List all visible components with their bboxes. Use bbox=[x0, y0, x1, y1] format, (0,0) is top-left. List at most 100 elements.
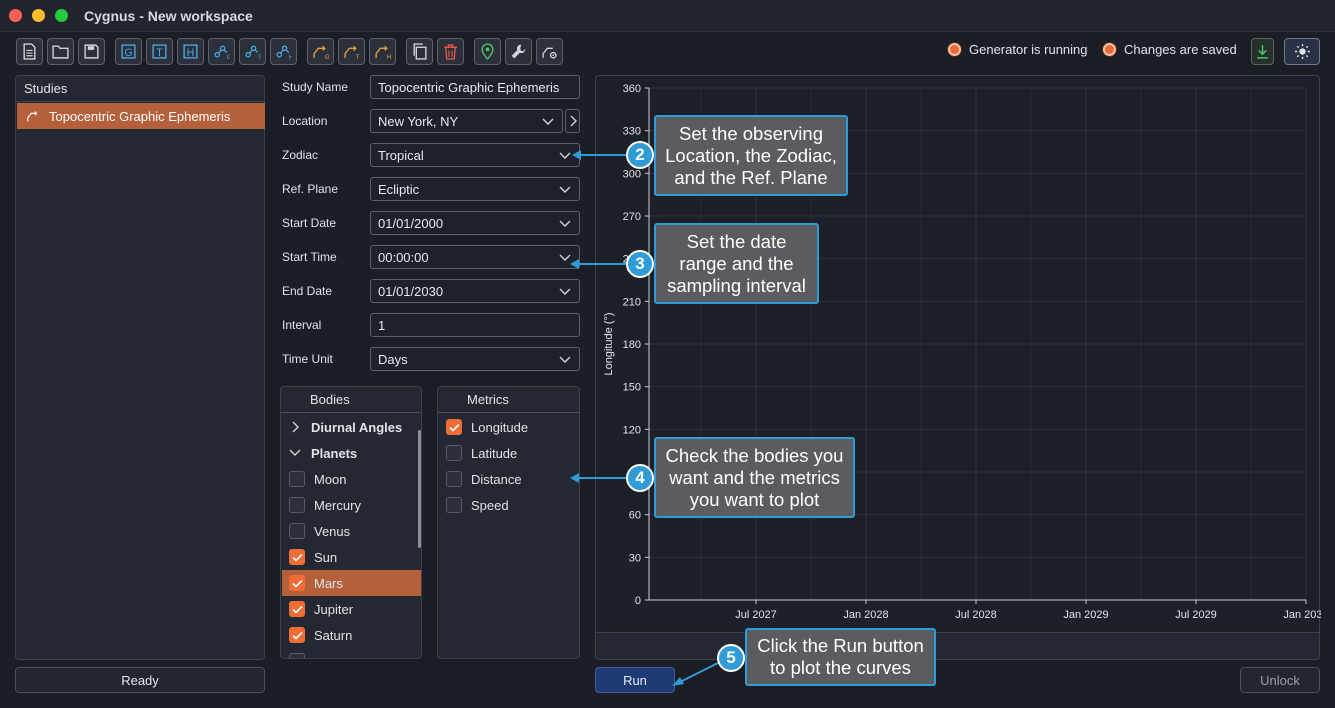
metric-row-longitude[interactable]: Longitude bbox=[439, 414, 578, 440]
chart-g-button[interactable]: G bbox=[208, 38, 235, 65]
chevron-down-icon bbox=[559, 254, 571, 261]
minimize-window-button[interactable] bbox=[32, 9, 45, 22]
end-date-value: 01/01/2030 bbox=[378, 284, 444, 299]
tree-group-planets[interactable]: Planets bbox=[282, 440, 420, 466]
body-row-mars[interactable]: Mars bbox=[282, 570, 421, 596]
theme-toggle-button[interactable] bbox=[1284, 38, 1320, 65]
callout-arrowhead bbox=[570, 259, 579, 269]
ref-plane-value: Ecliptic bbox=[378, 182, 420, 197]
study-name-input[interactable]: Topocentric Graphic Ephemeris bbox=[370, 75, 580, 99]
t-icon: T bbox=[152, 44, 167, 59]
close-window-button[interactable] bbox=[9, 9, 22, 22]
body-checkbox[interactable] bbox=[289, 549, 305, 565]
body-row-moon[interactable]: Moon bbox=[282, 466, 420, 492]
ephemeris-g-button[interactable]: G bbox=[307, 38, 334, 65]
body-checkbox[interactable] bbox=[289, 601, 305, 617]
location-select[interactable]: New York, NY bbox=[370, 109, 563, 133]
y-axis-label: Longitude (°) bbox=[603, 312, 615, 375]
geocentric-button[interactable]: G bbox=[115, 38, 142, 65]
start-time-value: 00:00:00 bbox=[378, 250, 429, 265]
body-label: Venus bbox=[314, 523, 351, 539]
metric-checkbox[interactable] bbox=[446, 471, 462, 487]
ephem-g-icon: G bbox=[313, 45, 329, 60]
body-checkbox[interactable] bbox=[289, 653, 305, 658]
zoom-window-button[interactable] bbox=[55, 9, 68, 22]
metric-checkbox[interactable] bbox=[446, 419, 462, 435]
tree-group-label: Planets bbox=[311, 445, 358, 461]
callout-arrow-run bbox=[672, 661, 721, 686]
sun-icon bbox=[1294, 44, 1310, 59]
svg-text:G: G bbox=[325, 54, 329, 60]
body-checkbox[interactable] bbox=[289, 523, 305, 539]
callout-arrow bbox=[578, 263, 630, 265]
body-checkbox[interactable] bbox=[289, 471, 305, 487]
chevron-down-icon bbox=[559, 288, 571, 295]
new-file-button[interactable] bbox=[16, 38, 43, 65]
x-tick-label: Jul 2029 bbox=[1175, 609, 1217, 621]
ephemeris-t-button[interactable]: T bbox=[338, 38, 365, 65]
body-row-venus[interactable]: Venus bbox=[282, 518, 420, 544]
svg-text:G: G bbox=[227, 54, 230, 60]
delete-button[interactable] bbox=[437, 38, 464, 65]
graphic-ephemeris-icon bbox=[27, 111, 38, 122]
metric-row-speed[interactable]: Speed bbox=[439, 492, 578, 518]
body-row-saturn[interactable]: Saturn bbox=[282, 622, 420, 648]
ref-plane-select[interactable]: Ecliptic bbox=[370, 177, 580, 201]
y-tick-label: 120 bbox=[623, 424, 641, 436]
tree-group-diurnal-angles[interactable]: Diurnal Angles bbox=[282, 414, 420, 440]
chevron-right-icon bbox=[570, 115, 577, 127]
unlock-button[interactable]: Unlock bbox=[1240, 667, 1320, 693]
chevron-down-icon bbox=[559, 356, 571, 363]
chart-panel: 0306090120150180210240270300330360Jul 20… bbox=[595, 75, 1329, 660]
zodiac-select[interactable]: Tropical bbox=[370, 143, 580, 167]
svg-text:H: H bbox=[387, 54, 391, 60]
metric-checkbox[interactable] bbox=[446, 497, 462, 513]
y-tick-label: 270 bbox=[623, 211, 641, 223]
ref-plane-label: Ref. Plane bbox=[282, 182, 339, 196]
start-time-picker[interactable]: 00:00:00 bbox=[370, 245, 580, 269]
run-button[interactable]: Run bbox=[595, 667, 675, 693]
save-button[interactable] bbox=[78, 38, 105, 65]
download-button[interactable] bbox=[1251, 38, 1274, 65]
svg-text:T: T bbox=[156, 47, 163, 59]
body-checkbox[interactable] bbox=[289, 497, 305, 513]
status-ready: Ready bbox=[15, 667, 265, 693]
study-item[interactable]: Topocentric Graphic Ephemeris bbox=[17, 103, 265, 129]
body-checkbox[interactable] bbox=[289, 627, 305, 643]
settings-gear-icon bbox=[542, 47, 557, 59]
metric-row-latitude[interactable]: Latitude bbox=[439, 440, 578, 466]
checkmark-icon bbox=[291, 553, 303, 562]
end-date-picker[interactable]: 01/01/2030 bbox=[370, 279, 580, 303]
tools-button[interactable] bbox=[505, 38, 532, 65]
bodies-scrollbar[interactable] bbox=[418, 430, 421, 548]
start-date-picker[interactable]: 01/01/2000 bbox=[370, 211, 580, 235]
zodiac-label: Zodiac bbox=[282, 148, 319, 162]
body-row-sun[interactable]: Sun bbox=[282, 544, 420, 570]
toolbar: G T H G T H G T H Generator is running bbox=[0, 32, 1335, 72]
chart-h-button[interactable]: H bbox=[270, 38, 297, 65]
start-time-label: Start Time bbox=[282, 250, 337, 264]
heliocentric-button[interactable]: H bbox=[177, 38, 204, 65]
preferences-button[interactable] bbox=[536, 38, 563, 65]
location-button[interactable] bbox=[474, 38, 501, 65]
callout-date-range: Set the date range and the sampling inte… bbox=[654, 223, 819, 304]
location-details-button[interactable] bbox=[565, 109, 580, 133]
zodiac-value: Tropical bbox=[378, 148, 424, 163]
metric-row-distance[interactable]: Distance bbox=[439, 466, 578, 492]
body-row-mercury[interactable]: Mercury bbox=[282, 492, 420, 518]
time-unit-select[interactable]: Days bbox=[370, 347, 580, 371]
chart-t-button[interactable]: T bbox=[239, 38, 266, 65]
window-title: Cygnus - New workspace bbox=[84, 8, 253, 24]
ephemeris-h-button[interactable]: H bbox=[369, 38, 396, 65]
body-checkbox[interactable] bbox=[289, 575, 305, 591]
h-icon: H bbox=[183, 44, 198, 59]
interval-input[interactable]: 1 bbox=[370, 313, 580, 337]
copy-button[interactable] bbox=[406, 38, 433, 65]
save-icon bbox=[84, 44, 99, 59]
metric-label: Distance bbox=[471, 471, 522, 487]
topocentric-button[interactable]: T bbox=[146, 38, 173, 65]
save-status-label: Changes are saved bbox=[1124, 42, 1237, 57]
body-row-jupiter[interactable]: Jupiter bbox=[282, 596, 420, 622]
metric-checkbox[interactable] bbox=[446, 445, 462, 461]
open-button[interactable] bbox=[47, 38, 74, 65]
